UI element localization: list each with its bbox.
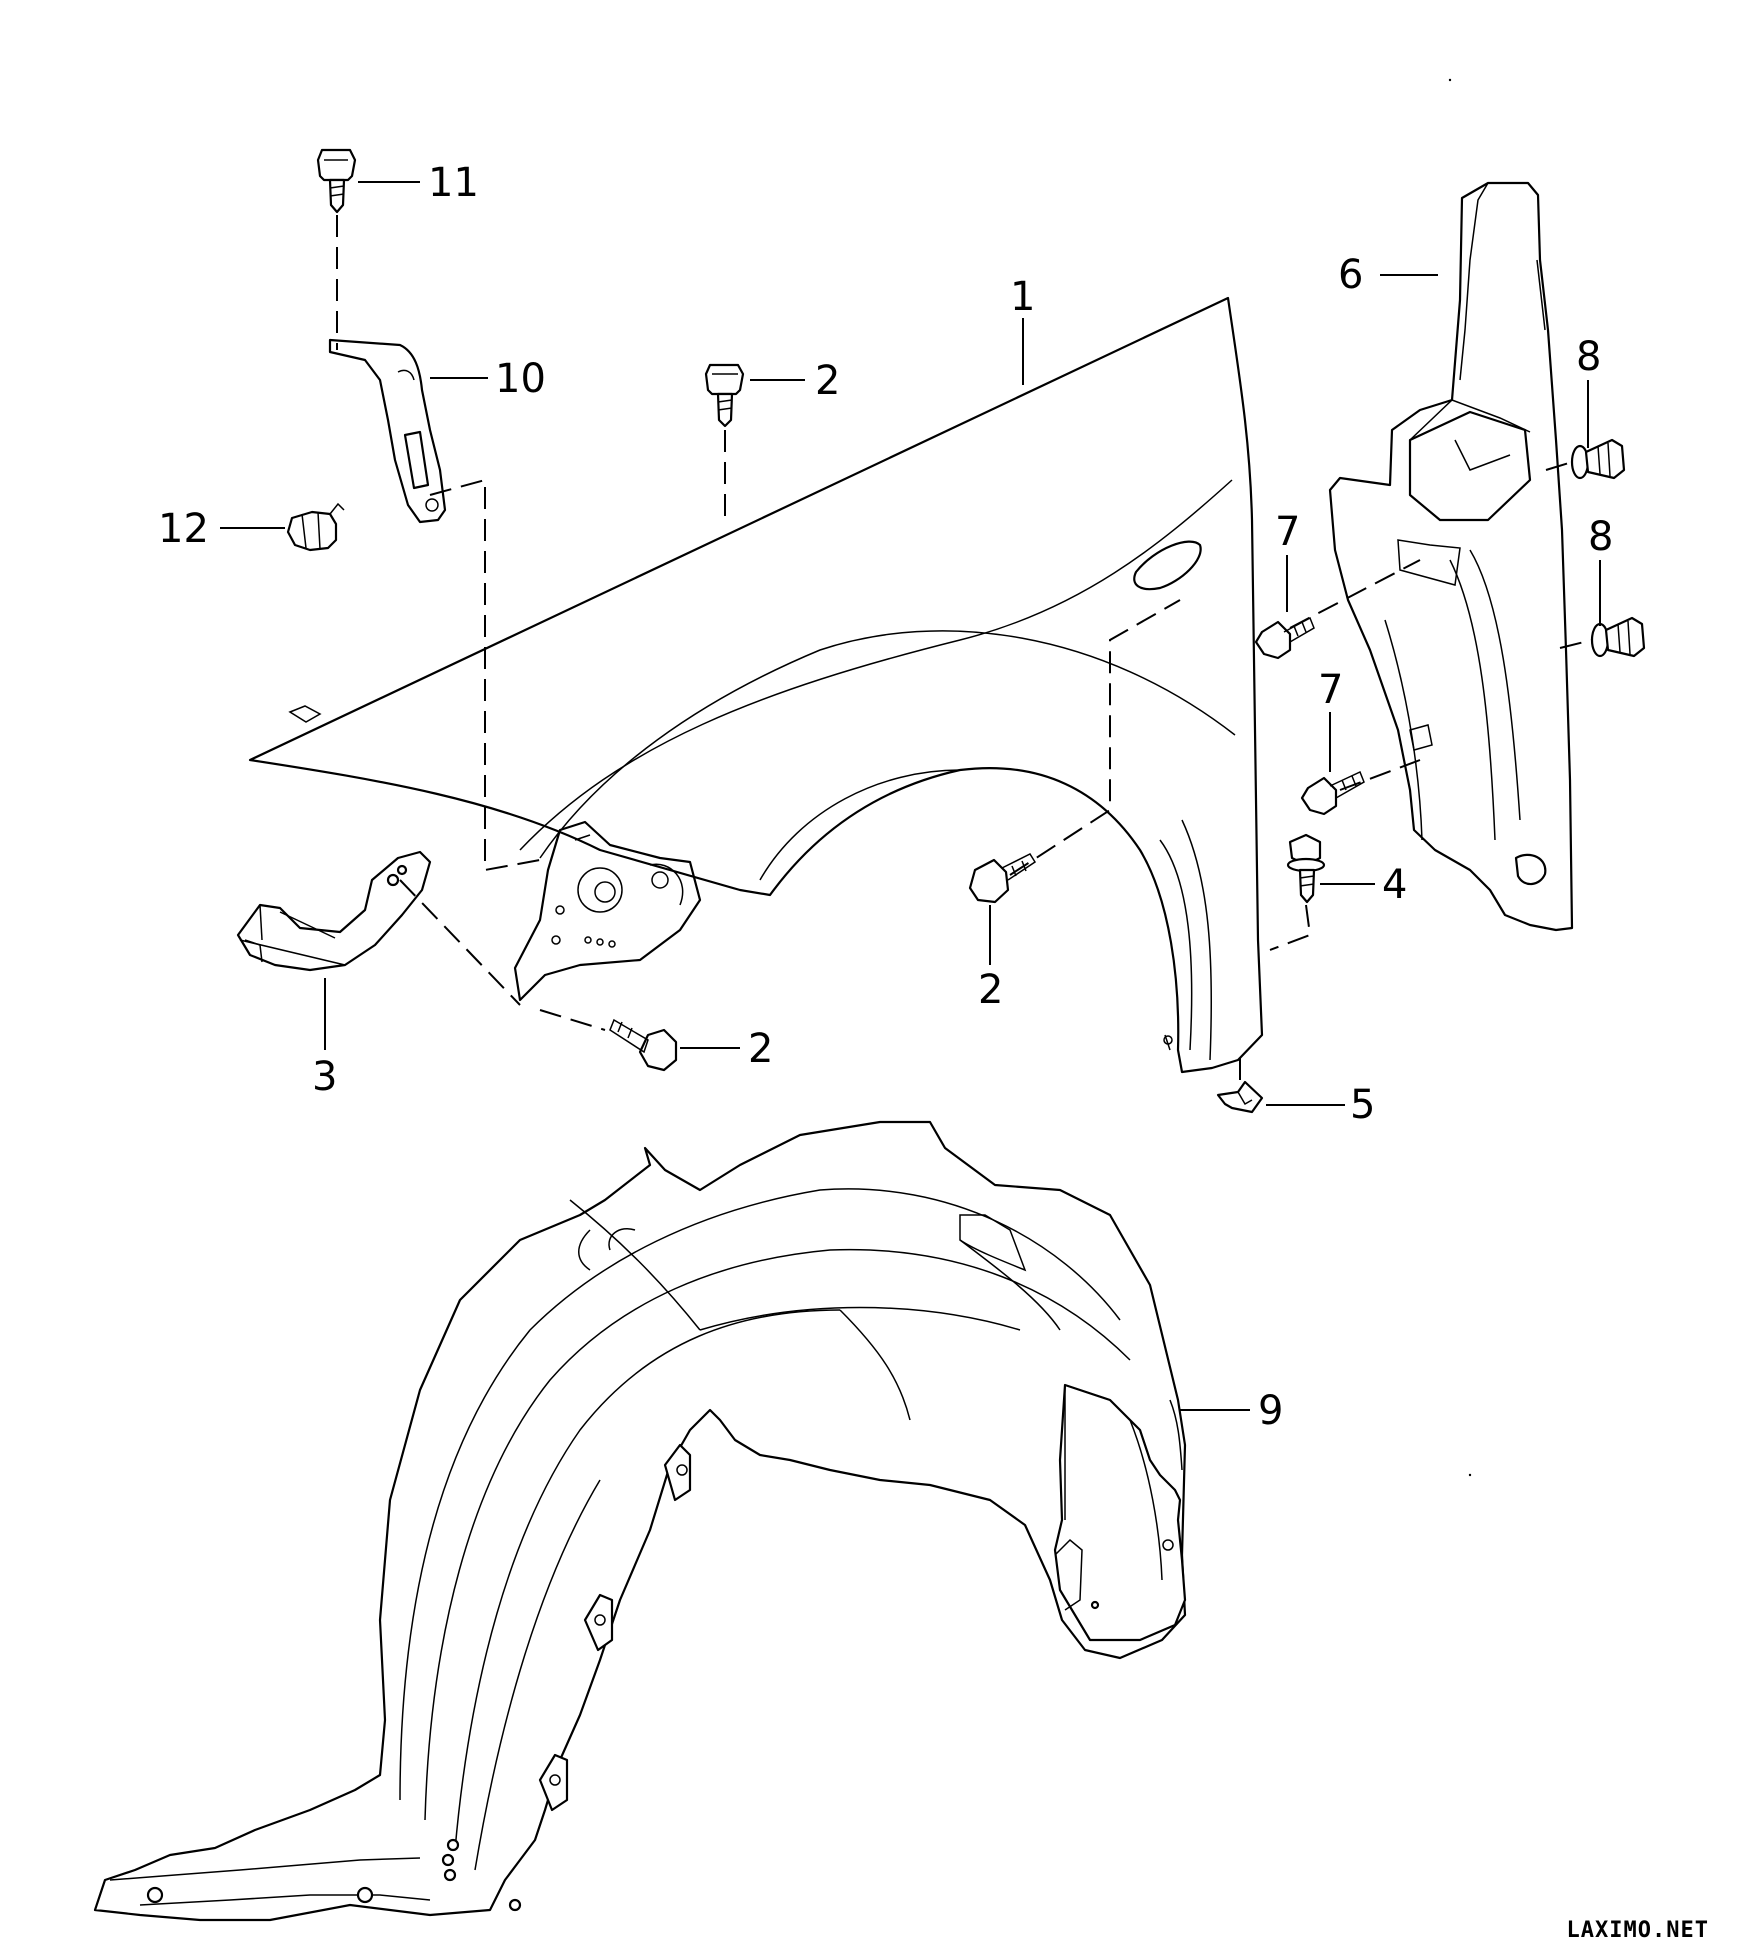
clip-5[interactable] — [1216, 1080, 1264, 1114]
callout-labels: 1 2 2 2 3 4 5 6 7 7 8 8 9 10 11 12 — [158, 160, 1613, 1434]
callout-3: 3 — [312, 1054, 337, 1100]
callout-2-top: 2 — [815, 358, 840, 404]
callout-12: 12 — [158, 506, 209, 552]
side-panel-liner[interactable] — [1328, 181, 1574, 932]
callout-9: 9 — [1258, 1388, 1283, 1434]
callout-6: 6 — [1338, 252, 1363, 298]
callout-2-mid: 2 — [978, 967, 1003, 1013]
clip-nut-12[interactable] — [286, 502, 345, 552]
upper-bracket[interactable] — [328, 338, 447, 524]
watermark-laximo: LAXIMO.NET — [1566, 1918, 1709, 1943]
clip-8-lower[interactable] — [1590, 616, 1646, 658]
screw-7-upper[interactable] — [1254, 616, 1315, 660]
bolt-4[interactable] — [1286, 833, 1326, 904]
screw-7-lower[interactable] — [1300, 770, 1365, 816]
scan-speck — [1448, 78, 1452, 82]
callout-8-upper: 8 — [1576, 334, 1601, 380]
screw-2-bottom[interactable] — [609, 1018, 678, 1072]
screw-2-right[interactable] — [968, 853, 1037, 904]
screw-2-top[interactable] — [704, 363, 745, 428]
wheel-arch-liner[interactable] — [93, 1120, 1187, 1922]
callout-2-bottom: 2 — [748, 1026, 773, 1072]
callout-5: 5 — [1350, 1082, 1375, 1128]
callout-8-lower: 8 — [1588, 514, 1613, 560]
callout-11: 11 — [428, 160, 479, 206]
clip-8-upper[interactable] — [1570, 438, 1626, 480]
callout-10: 10 — [495, 356, 546, 402]
callout-7-upper: 7 — [1275, 509, 1300, 555]
leader-lines — [220, 181, 1601, 1411]
scan-speck — [1468, 1473, 1472, 1477]
callout-4: 4 — [1382, 862, 1407, 908]
fender-panel[interactable] — [248, 296, 1264, 1074]
callout-7-lower: 7 — [1318, 667, 1343, 713]
lower-bracket[interactable] — [236, 850, 432, 972]
assembly-lines — [336, 215, 1593, 1090]
callout-1: 1 — [1010, 274, 1035, 320]
screw-11[interactable] — [316, 148, 357, 214]
